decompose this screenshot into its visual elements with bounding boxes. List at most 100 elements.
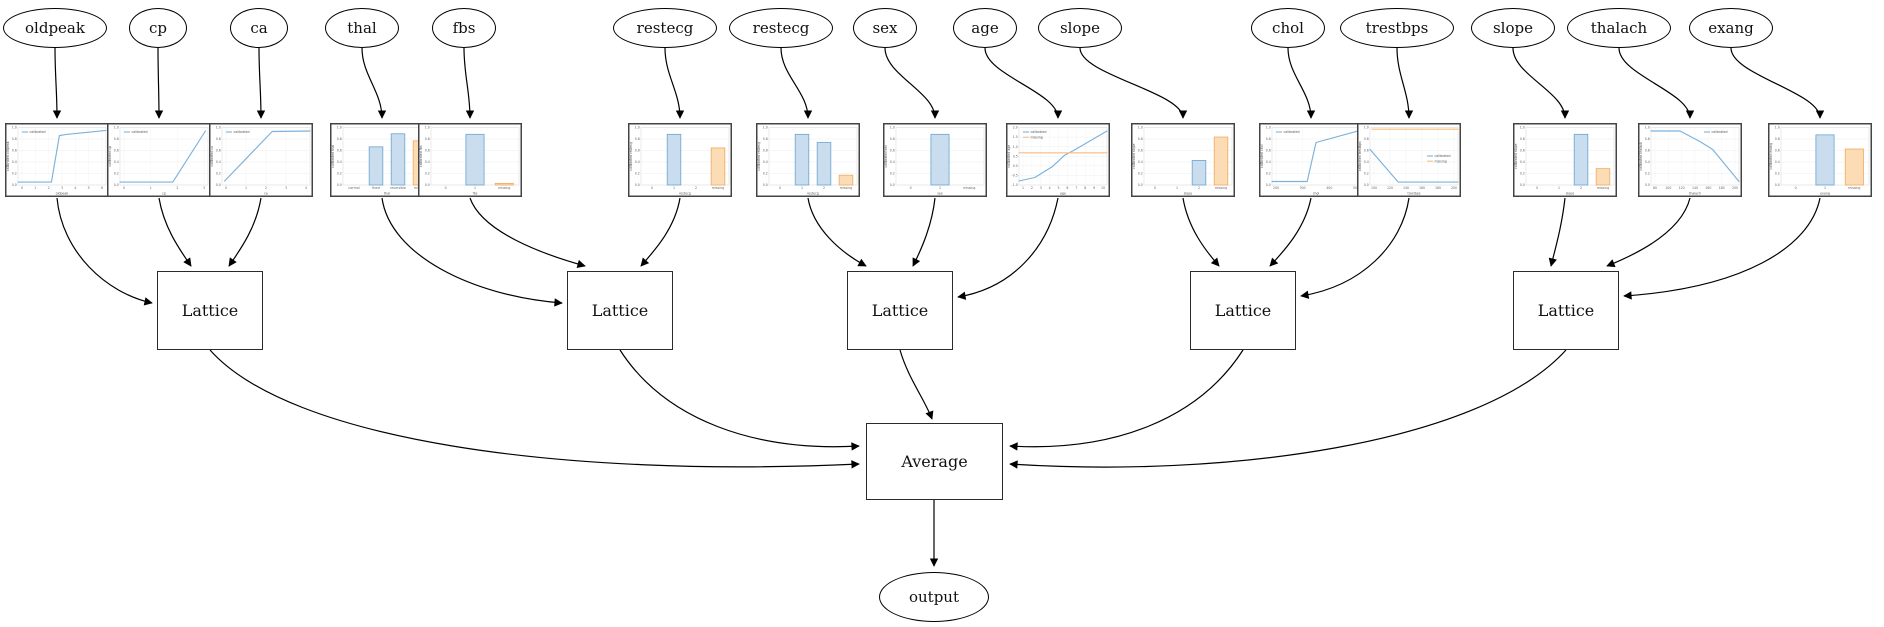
svg-text:0.2: 0.2 — [12, 172, 17, 176]
feature-node-label: thalach — [1590, 19, 1648, 37]
svg-text:200: 200 — [1451, 186, 1457, 190]
svg-text:calibrated: calibrated — [30, 130, 46, 134]
svg-text:reversible: reversible — [390, 186, 406, 190]
svg-text:5: 5 — [1058, 186, 1060, 190]
svg-text:0.4: 0.4 — [1520, 160, 1525, 164]
svg-text:0.6: 0.6 — [1520, 149, 1525, 153]
svg-text:0.0: 0.0 — [1775, 183, 1780, 187]
svg-text:0: 0 — [1154, 186, 1156, 190]
svg-text:1.0: 1.0 — [216, 126, 221, 130]
svg-text:1.0: 1.0 — [425, 126, 430, 130]
svg-text:0.0: 0.0 — [1645, 183, 1650, 187]
svg-text:4: 4 — [305, 186, 307, 190]
svg-text:age: age — [1060, 192, 1066, 196]
svg-text:-0.5: -0.5 — [1012, 174, 1018, 178]
svg-text:0: 0 — [225, 186, 227, 190]
svg-text:1.0: 1.0 — [1266, 126, 1271, 130]
feature-node-label: fbs — [452, 19, 476, 37]
edge-calibrator-14-to-lattice-5 — [1623, 197, 1821, 300]
svg-text:0.4: 0.4 — [1138, 160, 1143, 164]
svg-text:1.0: 1.0 — [114, 126, 119, 130]
svg-text:160: 160 — [1705, 186, 1711, 190]
svg-text:3: 3 — [203, 186, 205, 190]
svg-text:2: 2 — [176, 186, 178, 190]
edge-age-to-calibrator — [984, 47, 1063, 119]
average-node-label: Average — [901, 452, 968, 471]
svg-text:slope: slope — [1566, 192, 1575, 196]
feature-node-fbs-4: fbs — [432, 8, 496, 48]
edge-chol-to-calibrator — [1287, 47, 1316, 119]
svg-text:calibrated fbs: calibrated fbs — [419, 145, 423, 167]
svg-text:3: 3 — [1040, 186, 1042, 190]
svg-text:ca: ca — [264, 192, 268, 196]
edge-calibrator-4-to-lattice-2 — [469, 197, 586, 269]
lattice-node-1: Lattice — [157, 271, 263, 350]
svg-text:9: 9 — [1093, 186, 1095, 190]
svg-text:500: 500 — [1353, 186, 1359, 190]
feature-node-label: restecg — [636, 19, 694, 37]
svg-text:0.2: 0.2 — [635, 172, 640, 176]
svg-text:0.4: 0.4 — [114, 160, 119, 164]
svg-text:1.0: 1.0 — [1364, 126, 1369, 130]
svg-text:3: 3 — [61, 186, 63, 190]
edge-exang-to-calibrator — [1730, 47, 1825, 119]
feature-node-sex-7: sex — [853, 8, 917, 48]
svg-text:chol: chol — [1313, 192, 1320, 196]
lattice-node-2: Lattice — [567, 271, 673, 350]
edge-restecg-to-calibrator — [780, 47, 813, 119]
svg-text:0.6: 0.6 — [1138, 149, 1143, 153]
svg-text:missing: missing — [498, 186, 510, 190]
svg-text:missing: missing — [963, 186, 975, 190]
edge-calibrator-5-to-lattice-2 — [640, 197, 681, 267]
svg-text:1: 1 — [1558, 186, 1560, 190]
svg-text:fbs: fbs — [473, 192, 478, 196]
svg-text:1.5: 1.5 — [1013, 135, 1018, 139]
svg-text:0.8: 0.8 — [114, 137, 119, 141]
svg-text:4: 4 — [74, 186, 76, 190]
svg-text:160: 160 — [1419, 186, 1425, 190]
svg-text:140: 140 — [1403, 186, 1409, 190]
svg-text:2: 2 — [1031, 186, 1033, 190]
svg-text:300: 300 — [1300, 186, 1306, 190]
feature-node-slope-9: slope — [1038, 8, 1122, 48]
lattice-node-label: Lattice — [591, 301, 649, 320]
svg-text:1.0: 1.0 — [635, 126, 640, 130]
svg-text:1.0: 1.0 — [1520, 126, 1525, 130]
svg-text:1.0: 1.0 — [1013, 145, 1018, 149]
edge-calibrator-1-to-lattice-1 — [158, 197, 192, 267]
svg-text:0.6: 0.6 — [763, 149, 768, 153]
svg-text:0.0: 0.0 — [1138, 183, 1143, 187]
svg-text:calibrated chol: calibrated chol — [1260, 144, 1264, 168]
svg-text:8: 8 — [1084, 186, 1086, 190]
edge-calibrator-10-to-lattice-4 — [1269, 197, 1312, 267]
svg-text:0.8: 0.8 — [890, 137, 895, 141]
svg-text:0.8: 0.8 — [1775, 137, 1780, 141]
svg-text:0: 0 — [123, 186, 125, 190]
svg-text:fixed: fixed — [372, 186, 380, 190]
svg-text:calibrated restecg: calibrated restecg — [757, 142, 761, 171]
feature-node-label: trestbps — [1365, 19, 1429, 37]
svg-text:0: 0 — [910, 186, 912, 190]
feature-node-label: oldpeak — [25, 19, 85, 37]
svg-text:0.2: 0.2 — [763, 172, 768, 176]
svg-text:0.4: 0.4 — [1775, 160, 1780, 164]
svg-text:400: 400 — [1326, 186, 1332, 190]
svg-text:0.5: 0.5 — [1013, 154, 1018, 158]
svg-text:0.0: 0.0 — [1266, 183, 1271, 187]
edge-trestbps-to-calibrator — [1396, 47, 1414, 119]
svg-text:200: 200 — [1273, 186, 1279, 190]
lattice-node-4: Lattice — [1190, 271, 1296, 350]
svg-text:6: 6 — [101, 186, 103, 190]
svg-text:exang: exang — [1820, 192, 1830, 196]
svg-text:normal: normal — [348, 186, 359, 190]
svg-text:missing: missing — [1031, 135, 1043, 139]
svg-text:4: 4 — [1049, 186, 1051, 190]
svg-text:0: 0 — [1795, 186, 1797, 190]
svg-text:0.4: 0.4 — [216, 160, 221, 164]
svg-text:180: 180 — [1719, 186, 1725, 190]
